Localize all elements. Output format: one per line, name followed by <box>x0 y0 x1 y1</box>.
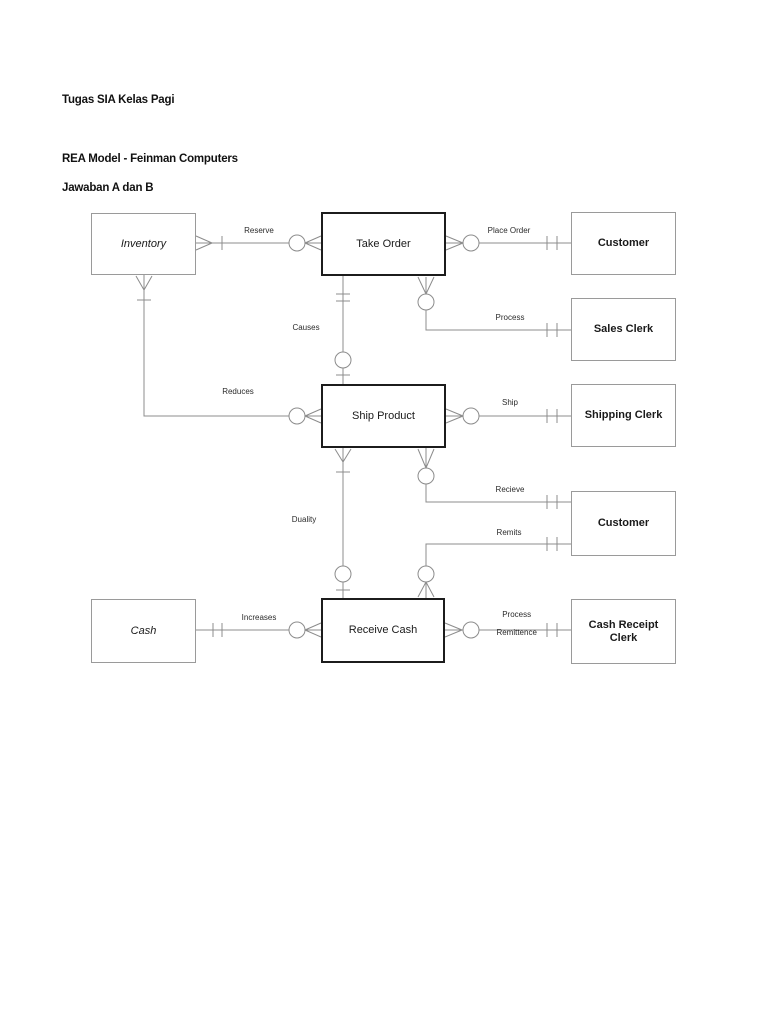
zero-cardinality-icon <box>288 621 306 639</box>
remits-connector <box>417 537 571 598</box>
relationship-label-process-remittence-line2: Remittence <box>496 628 537 637</box>
many-cardinality-icon <box>304 408 322 424</box>
zero-cardinality-icon <box>334 351 352 369</box>
event-receive-cash: Receive Cash <box>321 598 445 663</box>
agent-cash-receipt-clerk: Cash Receipt Clerk <box>571 599 676 664</box>
zero-cardinality-icon <box>334 565 352 583</box>
document-heading: REA Model - Feinman Computers <box>62 153 238 165</box>
ship-connector <box>445 407 571 425</box>
reduces-connector <box>135 275 322 425</box>
relationship-label-process-remittence: Process Remittence <box>475 601 545 646</box>
reserve-connector <box>195 234 322 252</box>
many-cardinality-icon <box>417 276 435 295</box>
zero-cardinality-icon <box>462 621 480 639</box>
causes-connector <box>334 276 352 384</box>
relationship-label-process: Process <box>495 313 525 322</box>
relationship-label-place-order: Place Order <box>487 226 531 235</box>
many-cardinality-icon <box>417 581 435 598</box>
zero-cardinality-icon <box>417 467 435 485</box>
many-cardinality-icon <box>417 448 435 469</box>
event-take-order: Take Order <box>321 212 446 276</box>
one-one-cardinality-icon <box>546 537 558 551</box>
one-one-cardinality-icon <box>546 495 558 509</box>
one-one-cardinality-icon <box>546 236 558 250</box>
zero-cardinality-icon <box>288 407 306 425</box>
agent-shipping-clerk: Shipping Clerk <box>571 384 676 447</box>
duality-connector <box>334 448 352 598</box>
agent-customer-middle: Customer <box>571 491 676 556</box>
page-title: Tugas SIA Kelas Pagi <box>62 94 175 106</box>
document-subheading: Jawaban A dan B <box>62 182 154 194</box>
zero-cardinality-icon <box>288 234 306 252</box>
one-one-cardinality-icon <box>546 323 558 337</box>
process-remittence-connector <box>444 621 571 639</box>
one-one-cardinality-icon <box>546 623 558 637</box>
relationship-label-ship: Ship <box>501 398 518 407</box>
entity-cash: Cash <box>91 599 196 663</box>
relationship-label-remits: Remits <box>496 528 522 537</box>
relationship-label-process-remittence-line1: Process <box>502 610 532 619</box>
many-cardinality-icon <box>304 622 322 638</box>
many-cardinality-icon <box>195 235 213 251</box>
zero-cardinality-icon <box>417 293 435 311</box>
one-one-cardinality-icon <box>212 623 223 637</box>
relationship-label-increases: Increases <box>241 613 277 622</box>
zero-cardinality-icon <box>417 565 435 583</box>
relationship-label-causes: Causes <box>292 323 320 332</box>
increases-connector <box>196 621 322 639</box>
many-cardinality-icon <box>135 275 153 291</box>
relationship-label-recieve: Recieve <box>495 485 525 494</box>
process-connector <box>417 276 571 337</box>
one-one-cardinality-icon <box>336 293 350 302</box>
relationship-label-duality: Duality <box>291 515 317 524</box>
many-cardinality-icon <box>444 622 463 638</box>
relationship-label-reserve: Reserve <box>244 226 274 235</box>
relationship-label-reduces: Reduces <box>222 387 254 396</box>
many-cardinality-icon <box>445 408 464 424</box>
one-one-cardinality-icon <box>546 409 558 423</box>
recieve-connector <box>417 448 571 509</box>
zero-cardinality-icon <box>462 234 480 252</box>
event-ship-product: Ship Product <box>321 384 446 448</box>
place-order-connector <box>445 234 571 252</box>
zero-cardinality-icon <box>462 407 480 425</box>
many-cardinality-icon <box>334 448 352 463</box>
entity-inventory: Inventory <box>91 213 196 275</box>
many-cardinality-icon <box>445 235 464 251</box>
many-cardinality-icon <box>304 235 322 251</box>
agent-sales-clerk: Sales Clerk <box>571 298 676 361</box>
agent-customer-top: Customer <box>571 212 676 275</box>
